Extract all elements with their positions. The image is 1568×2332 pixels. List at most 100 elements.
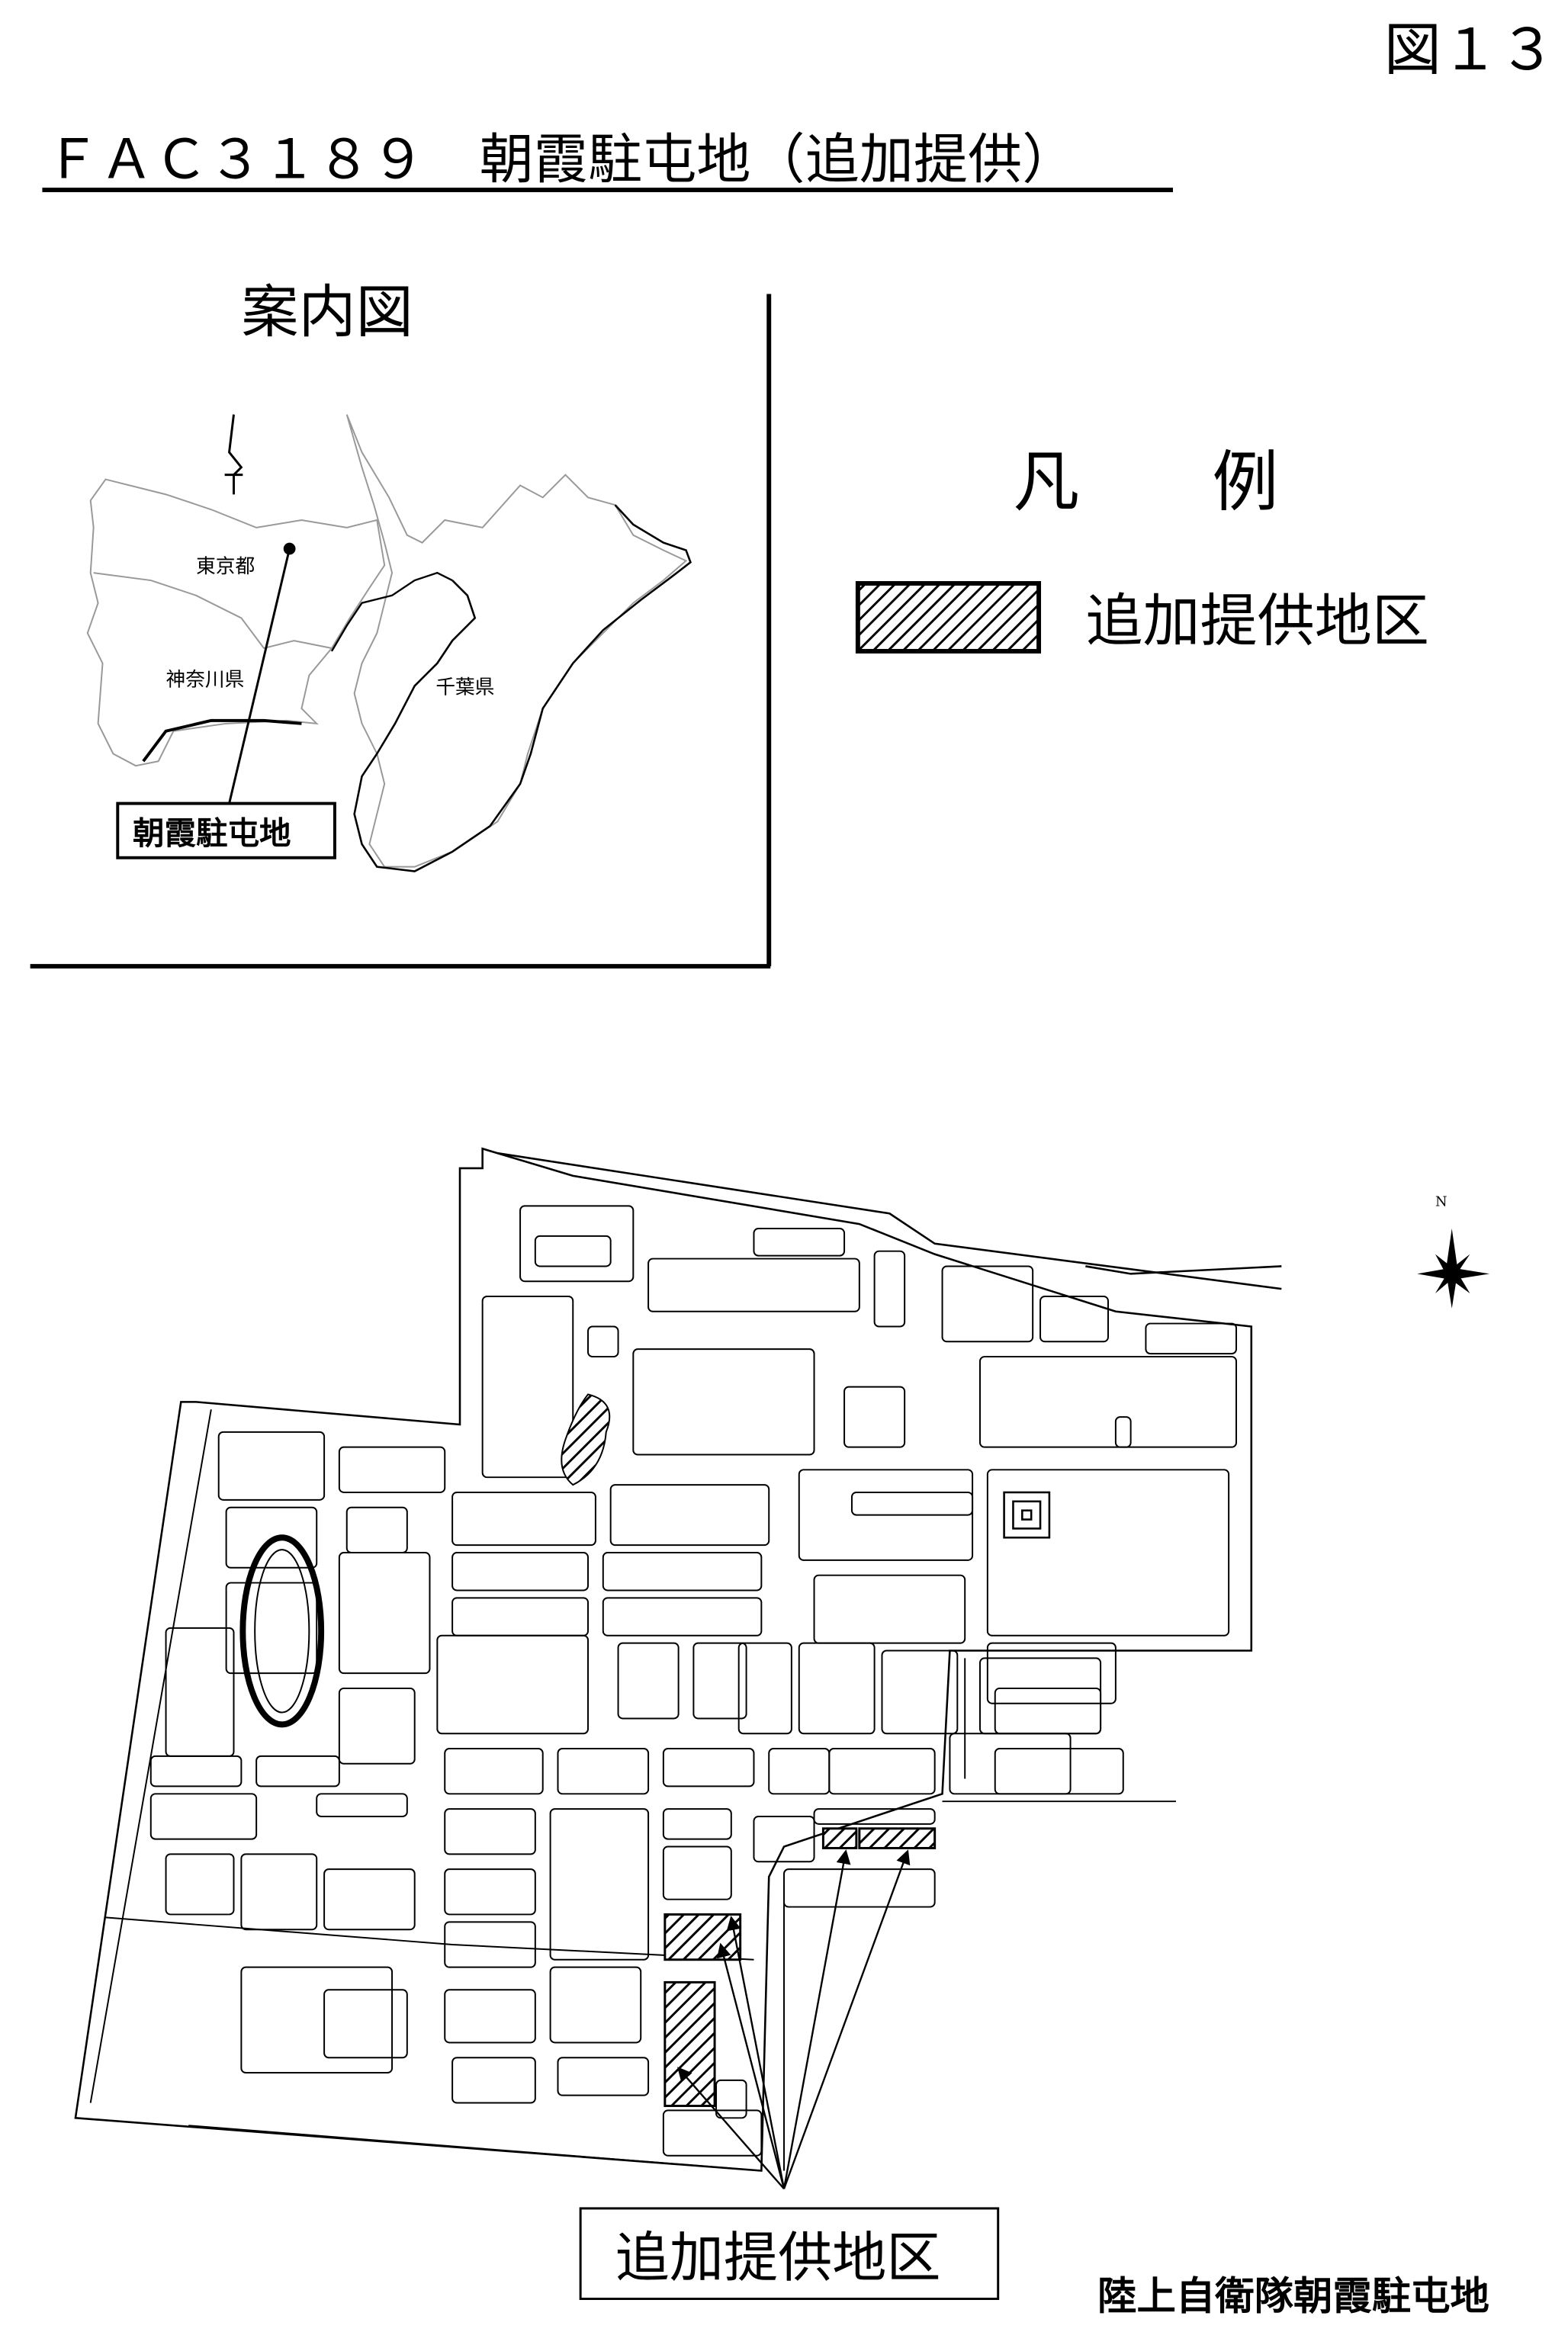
building-block [662, 1748, 755, 1788]
site-map: N [74, 1147, 1490, 2189]
building-block [338, 1552, 431, 1675]
label-chiba: 千葉県 [435, 676, 494, 699]
north-label: N [1435, 1193, 1448, 1209]
prefecture-border [93, 572, 333, 650]
legend-item-label: 追加提供地区 [1085, 587, 1429, 654]
figure-number: 図１３ [1384, 16, 1556, 83]
building-block [609, 1484, 770, 1547]
west-road [105, 1916, 754, 1961]
additional-area-1 [821, 1827, 858, 1849]
building-block [217, 1431, 326, 1501]
building-block [662, 2109, 763, 2157]
building-block [978, 1356, 1238, 1448]
building-block [843, 1386, 906, 1448]
building-block [662, 1845, 732, 1900]
building-block [753, 1815, 815, 1863]
building-block [316, 1793, 408, 1817]
saitama-outline [345, 414, 688, 868]
callout-label-box [579, 2207, 1000, 2300]
building-block [323, 1989, 408, 2059]
building-block [737, 1642, 792, 1735]
building-block [519, 1205, 635, 1283]
building-block [557, 2057, 650, 2096]
outer-roads [89, 1409, 762, 2172]
legend: 凡 例 追加提供地区 [855, 443, 1429, 654]
site-boundary [74, 1147, 1253, 2172]
building-block [617, 1642, 680, 1720]
building-block [444, 1989, 536, 2044]
building-block [1114, 1416, 1132, 1448]
building-block [813, 1808, 936, 1825]
site-label-box [116, 801, 336, 859]
building-block [949, 1733, 1072, 1795]
building-block [662, 1808, 732, 1840]
building-block [783, 1868, 936, 1908]
building-block [240, 1853, 318, 1931]
page-title: ＦＡＣ３１８９ 朝霞駐屯地（追加提供） [45, 127, 1076, 191]
site-name: 陸上自衛隊朝霞駐屯地 [1097, 2273, 1489, 2319]
arrow-3 [726, 1916, 786, 2189]
arrow-5 [782, 1849, 911, 2189]
site-label: 朝霞駐屯地 [133, 814, 291, 852]
building-block [225, 1506, 318, 1569]
square-building [1003, 1491, 1051, 1539]
building-block [798, 1642, 876, 1735]
tokyo-bay-coast [330, 571, 453, 652]
building-block [549, 1966, 642, 2044]
building-block [451, 1491, 596, 1547]
sagami-bay-coast [142, 718, 302, 763]
arrow-2 [716, 1942, 786, 2189]
building-block [451, 1552, 590, 1592]
building-block [255, 1755, 340, 1788]
location-map-heading: 案内図 [241, 278, 413, 345]
square-building-inner [1012, 1500, 1042, 1530]
building-block [149, 1755, 243, 1788]
building-block [444, 1921, 536, 1968]
east-roads [783, 1658, 1176, 2171]
building-block [828, 1748, 936, 1795]
building-block [798, 1469, 974, 1561]
building-block [587, 1325, 619, 1358]
building-block [647, 1258, 860, 1312]
building-block [994, 1687, 1102, 1735]
additional-area-4 [664, 1980, 716, 2107]
building-block [692, 1642, 747, 1720]
callout-label: 追加提供地区 [615, 2226, 941, 2289]
building-block [753, 1228, 846, 1257]
arrow-1 [677, 2067, 785, 2189]
building-block [881, 1649, 959, 1735]
building-block [323, 1868, 416, 1931]
building-block [1039, 1295, 1109, 1343]
square-building-core [1021, 1509, 1033, 1521]
building-block [338, 1687, 416, 1765]
location-map: 案内図 東京都 神奈川県 千葉県 朝霞駐屯地 [30, 278, 772, 969]
building-block [225, 1582, 318, 1675]
building-block [986, 1642, 1117, 1704]
building-block [978, 1657, 1102, 1735]
building-block [451, 2057, 536, 2104]
building-block [850, 1491, 974, 1516]
site-leader-line [228, 548, 291, 804]
north-road [497, 1152, 1282, 1290]
building-block [240, 1966, 394, 2073]
callout-arrows [677, 1849, 911, 2189]
building-block [715, 2079, 747, 2119]
building-block [345, 1506, 408, 1554]
building-block [534, 1235, 612, 1267]
building-block [557, 1748, 650, 1795]
building-block [451, 1597, 590, 1637]
building-block [481, 1295, 574, 1479]
building-block [444, 1868, 536, 1916]
building-block [602, 1552, 763, 1592]
legend-heading: 凡 例 [1013, 443, 1278, 521]
additional-area-3 [664, 1913, 742, 1961]
label-kanagawa: 神奈川県 [166, 668, 245, 691]
building-block [632, 1348, 815, 1456]
building-blocks [149, 1205, 1238, 2157]
building-block [165, 1853, 235, 1916]
north-road-edge [1085, 1265, 1282, 1275]
building-block [436, 1634, 590, 1735]
building-block [994, 1748, 1124, 1795]
building-block [941, 1265, 1034, 1343]
